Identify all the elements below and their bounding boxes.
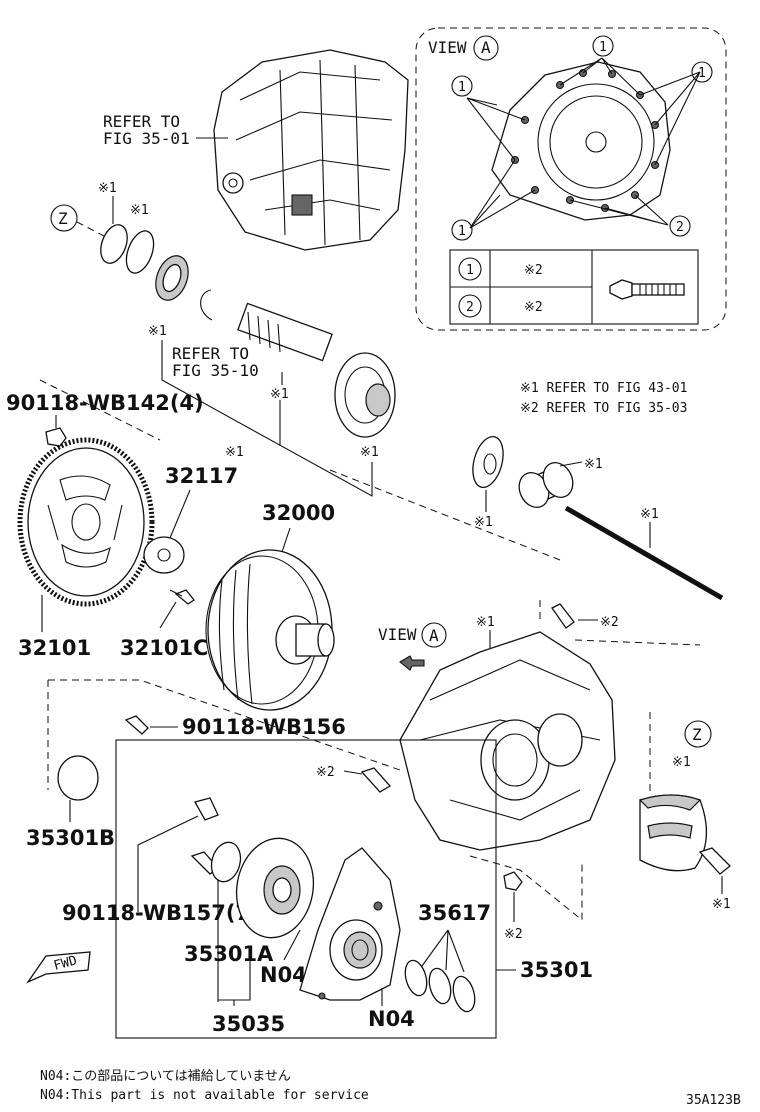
spacer-plate xyxy=(143,536,185,574)
bolt-ref2-left xyxy=(360,767,392,793)
ref1-seal: ※1 xyxy=(148,324,167,339)
snap-ring-small xyxy=(125,230,155,274)
long-shaft xyxy=(564,505,724,601)
seal-rings-35617 xyxy=(404,959,476,1013)
bolt-90118-wb156 xyxy=(124,715,149,735)
oil-pump-group-box xyxy=(115,739,497,1039)
ref1-bushing: ※1 xyxy=(584,457,603,472)
refer-fig-35-01-line1: REFER TO xyxy=(103,112,180,131)
pump-cover-35301a xyxy=(235,837,315,939)
view-arrow-icon xyxy=(399,655,425,671)
o-ring-small xyxy=(100,224,128,264)
ref1-shield: ※1 xyxy=(672,755,691,770)
inset-callout-1-bottom: 1 xyxy=(458,224,466,239)
part-32117: 32117 xyxy=(165,464,238,488)
view-a-inset-frame xyxy=(415,27,727,331)
torque-converter xyxy=(205,549,335,711)
snap-ring-c xyxy=(200,289,213,321)
bolt-32101c xyxy=(174,589,195,605)
part-90118-wb156: 90118-WB156 xyxy=(182,715,346,739)
bolt-ref1-shield xyxy=(698,847,731,875)
z-label-right: Z xyxy=(692,725,702,744)
table-row1-num: 1 xyxy=(466,263,474,278)
oil-pump-body xyxy=(299,847,401,1001)
ref2-left-bolt: ※2 xyxy=(316,765,335,780)
note-ref1: ※1 REFER TO FIG 43-01 xyxy=(520,381,687,396)
ref1-snapring: ※1 xyxy=(130,203,149,218)
o-ring-pump xyxy=(210,841,242,883)
table-row2-ref: ※2 xyxy=(524,300,543,315)
table-row2-num: 2 xyxy=(466,300,474,315)
part-35617: 35617 xyxy=(418,901,491,925)
fwd-arrow-icon xyxy=(26,951,91,984)
refer-fig-35-10-line1: REFER TO xyxy=(172,344,249,363)
ref2-nut: ※2 xyxy=(504,927,523,942)
part-32000: 32000 xyxy=(262,501,335,525)
view-a-lower-title: VIEW xyxy=(378,625,417,644)
dust-shield xyxy=(638,794,708,872)
thrust-washer xyxy=(472,435,504,489)
ref1-shaft: ※1 xyxy=(270,387,289,402)
footer-note-en: N04:This part is not available for servi… xyxy=(40,1088,369,1103)
bolt-nut xyxy=(45,427,67,447)
ref1-group: ※1 xyxy=(225,445,244,460)
view-a-lower-letter: A xyxy=(429,626,439,645)
inset-callout-1-right: 1 xyxy=(698,66,706,81)
ref2-top-bolt: ※2 xyxy=(600,615,619,630)
footer-note-jp: N04:この部品については補給していません xyxy=(40,1069,291,1084)
part-n04-a: N04 xyxy=(260,963,307,987)
inset-callout-2: 2 xyxy=(676,220,684,235)
part-35301b: 35301B xyxy=(26,826,115,850)
refer-fig-35-10-line2: FIG 35-10 xyxy=(172,361,259,380)
note-ref2: ※2 REFER TO FIG 35-03 xyxy=(520,401,687,416)
view-a-title: VIEW xyxy=(428,38,467,57)
nut-ref2 xyxy=(503,871,523,891)
transaxle-case xyxy=(399,631,616,851)
fwd-label: FWD xyxy=(52,953,79,974)
ref1-gear: ※1 xyxy=(360,445,379,460)
part-n04-b: N04 xyxy=(368,1007,415,1031)
bushing xyxy=(518,461,574,509)
ref1-case: ※1 xyxy=(476,615,495,630)
bolt-ref2-top xyxy=(551,603,575,629)
input-shaft xyxy=(237,302,396,438)
refer-fig-35-01-line2: FIG 35-01 xyxy=(103,129,190,148)
ref1-washer: ※1 xyxy=(474,515,493,530)
part-90118-wb157: 90118-WB157(7) xyxy=(62,901,260,925)
o-ring-35301b xyxy=(57,755,99,801)
diagram-code: 35A123B xyxy=(686,1093,741,1108)
ref1-long-shaft: ※1 xyxy=(640,507,659,522)
drive-plate xyxy=(17,437,155,607)
ref1-oring: ※1 xyxy=(98,181,117,196)
inset-callout-1-left: 1 xyxy=(458,80,466,95)
z-label-top: Z xyxy=(58,209,68,228)
z-callout-top xyxy=(50,204,78,232)
inset-callout-1-top: 1 xyxy=(599,40,607,55)
part-32101: 32101 xyxy=(18,636,91,660)
part-90118-wb142: 90118-WB142(4) xyxy=(6,391,204,415)
part-32101c: 32101C xyxy=(120,636,208,660)
view-a-letter: A xyxy=(481,38,491,57)
bolt-table xyxy=(449,249,699,325)
part-35301: 35301 xyxy=(520,958,593,982)
ref1-shield-bolt: ※1 xyxy=(712,897,731,912)
view-a-circle xyxy=(473,35,499,61)
part-35035: 35035 xyxy=(212,1012,285,1036)
housing-view-a xyxy=(466,57,701,229)
table-row1-ref: ※2 xyxy=(524,263,543,278)
part-35301a: 35301A xyxy=(184,942,274,966)
transmission-assembly xyxy=(213,49,409,251)
